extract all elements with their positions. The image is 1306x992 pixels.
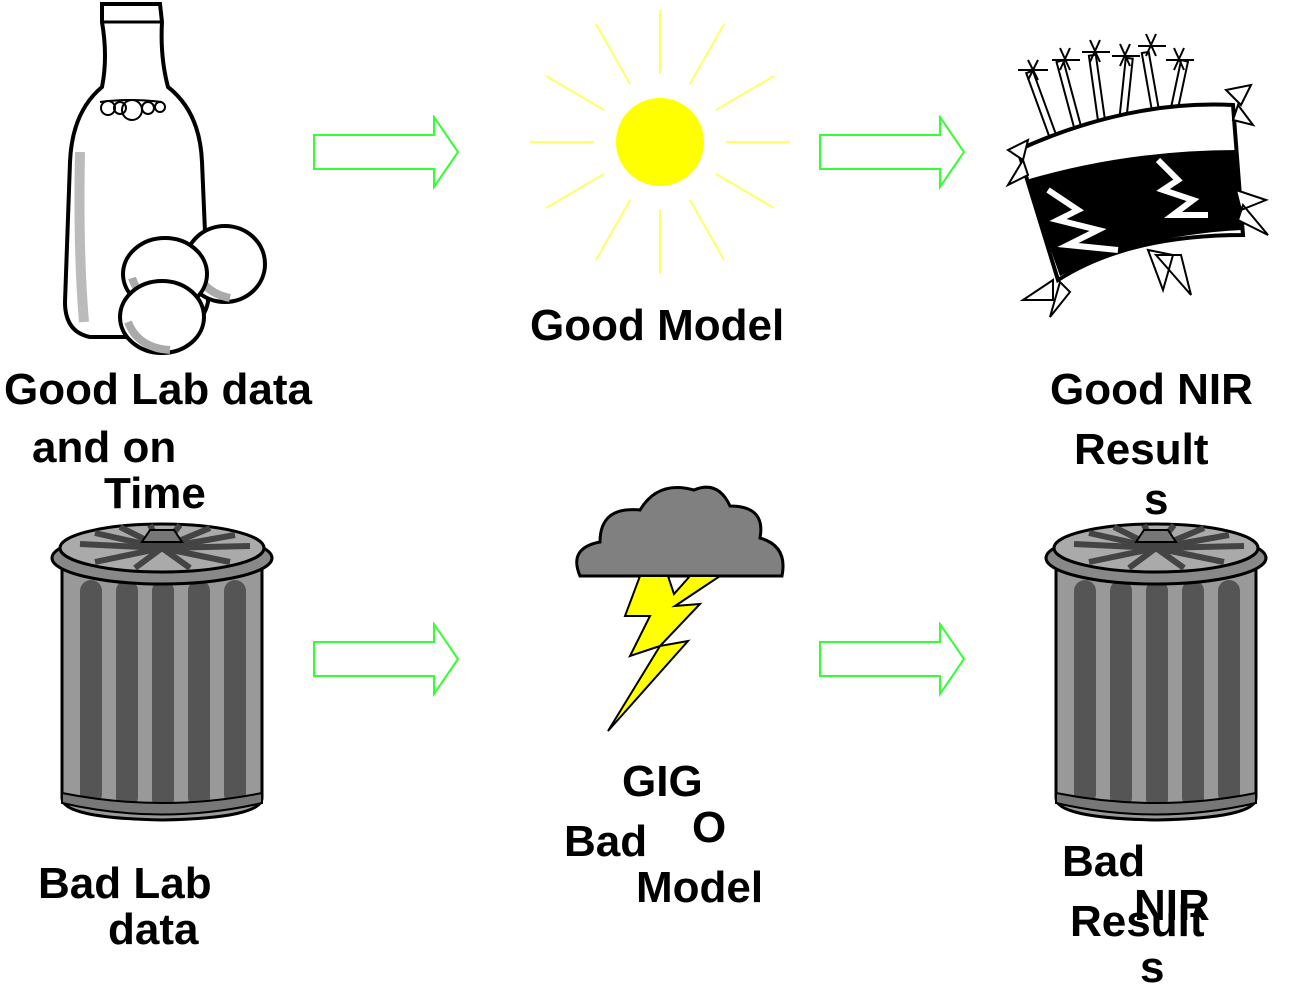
trash-can-icon: [1044, 508, 1270, 828]
bad-nir-label-line1: Bad: [1062, 837, 1146, 886]
good-lab-label-line2: and on: [32, 423, 177, 472]
arrow-lab-to-model-top: [313, 116, 459, 188]
bad-nir-label-line3: Result: [1070, 897, 1205, 946]
bad-lab-label-line1: Bad Lab: [38, 859, 212, 908]
arrow-lab-to-model-bottom: [313, 623, 459, 695]
gigo-label-line1: GIG: [622, 757, 703, 806]
bad-lab-label-line2: data: [108, 905, 199, 954]
good-model-label: Good Model: [530, 301, 785, 350]
trash-can-icon: [50, 508, 276, 828]
bad-model-label-line2: Model: [636, 863, 764, 912]
gigo-label-line2: O: [692, 803, 727, 852]
arrow-model-to-results-top: [819, 116, 965, 188]
good-nir-label-line3: s: [1144, 475, 1169, 524]
good-lab-label-line3: Time: [104, 469, 206, 518]
good-nir-label-line1: Good NIR: [1050, 365, 1253, 414]
bad-model-label-line1: Bad: [564, 817, 648, 866]
bad-nir-label-line2: NIR: [1134, 881, 1210, 930]
arrow-model-to-results-bottom: [819, 623, 965, 695]
bad-nir-label-line4: s: [1140, 943, 1165, 992]
good-nir-label-line2: Result: [1074, 425, 1209, 474]
storm-cloud-lightning-icon: [575, 485, 785, 732]
milk-bottle-eggs-icon: [62, 2, 267, 355]
good-lab-label-line1: Good Lab data: [4, 365, 312, 414]
celebration-cake-icon: [1005, 33, 1269, 318]
sun-icon: [530, 10, 790, 274]
